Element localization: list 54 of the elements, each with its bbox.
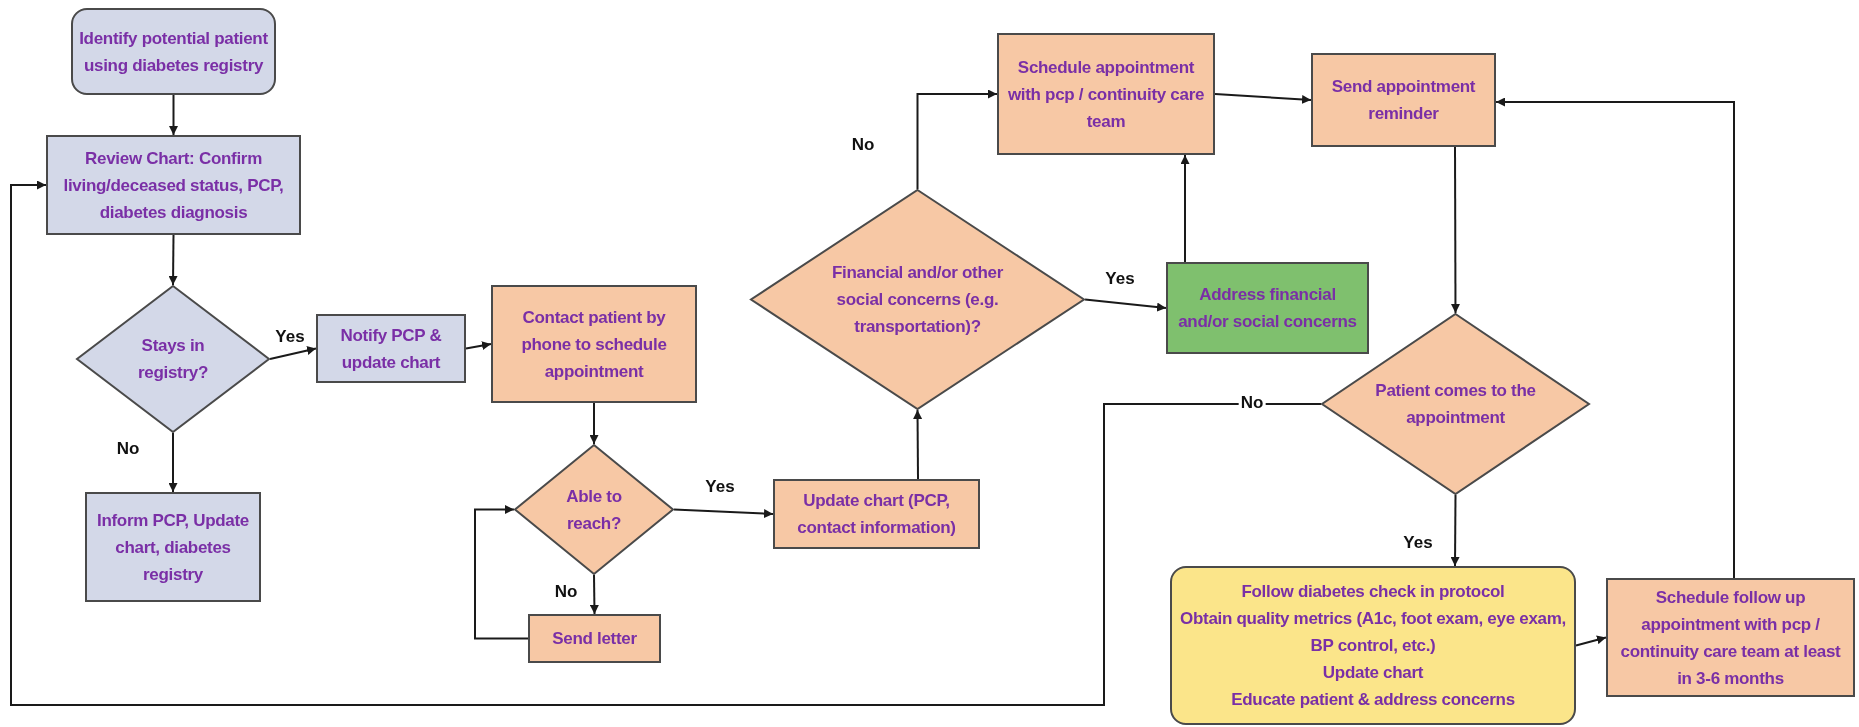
process-box xyxy=(997,33,1215,155)
process-box xyxy=(85,492,261,602)
arrow xyxy=(10,180,1322,706)
decision-diamond xyxy=(76,285,270,433)
node-text: Able to reach? xyxy=(565,485,623,535)
node-text: Schedule appointment with pcp / continuity care team xyxy=(1006,56,1206,133)
node-text: Identify potential patient using diabetes registry xyxy=(79,27,268,77)
process-box xyxy=(528,614,661,663)
arrow xyxy=(1214,93,1312,104)
process-box xyxy=(1311,53,1496,147)
node-text: Notify PCP & update chart xyxy=(339,324,443,374)
process-box xyxy=(1166,262,1369,354)
start-box xyxy=(71,8,276,95)
arrow xyxy=(1495,97,1735,579)
process-box xyxy=(316,314,466,383)
arrow xyxy=(1450,146,1460,314)
process-box xyxy=(773,479,980,549)
edge-label: Yes xyxy=(273,327,307,347)
node-text: Stays in registry? xyxy=(136,335,210,384)
node-text: Inform PCP, Update chart, diabetes registry xyxy=(95,509,250,586)
node-text: Financial and/or other social concerns (e.g. transportation)? xyxy=(831,262,1004,338)
arrow xyxy=(913,409,923,480)
node-text: Update chart xyxy=(1322,662,1424,684)
node-text: Contact patient by phone to schedule appointment xyxy=(520,306,668,383)
node-text: Review Chart: Confirm living/deceased status, PCP, diabetes diagnosis xyxy=(62,147,285,224)
arrow xyxy=(673,508,774,519)
arrow xyxy=(168,432,178,493)
process-box xyxy=(1170,566,1576,725)
node-text: Address financial and/or social concerns xyxy=(1177,284,1358,333)
arrow xyxy=(1180,154,1190,263)
arrow xyxy=(269,346,317,360)
decision-diamond xyxy=(750,189,1085,410)
arrow xyxy=(1575,635,1607,647)
node-text: Obtain quality metrics (A1c, foot exam, eye exam, BP control, etc.) xyxy=(1179,608,1567,657)
arrow xyxy=(1084,298,1167,312)
node-text: Educate patient & address concerns xyxy=(1231,689,1515,711)
node-text: Update chart (PCP, contact information) xyxy=(796,490,957,539)
arrow xyxy=(589,402,599,445)
arrow xyxy=(474,505,529,640)
node-text: Send appointment reminder xyxy=(1330,76,1477,125)
arrow xyxy=(168,234,178,286)
arrow xyxy=(589,574,599,615)
arrow xyxy=(1450,494,1460,567)
decision-diamond xyxy=(514,444,674,575)
arrow xyxy=(169,94,178,136)
node-text: Patient comes to the appointment xyxy=(1375,380,1536,429)
node-text: Send letter xyxy=(552,628,637,650)
arrow xyxy=(916,89,998,190)
arrow xyxy=(465,341,492,350)
node-text: Follow diabetes check in protocol xyxy=(1241,581,1505,603)
node-text: Schedule follow up appointment with pcp / continuity care team at least in 3-6 months xyxy=(1619,586,1842,690)
process-box xyxy=(1606,578,1855,697)
process-box xyxy=(491,285,697,403)
process-box xyxy=(46,135,301,235)
